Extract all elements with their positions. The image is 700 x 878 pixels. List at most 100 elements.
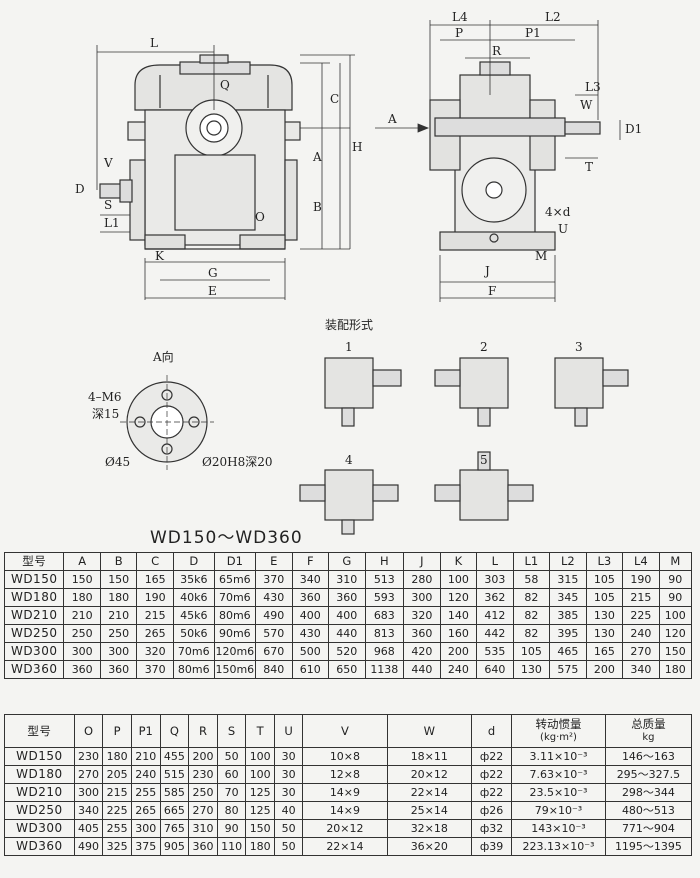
dim-C: C — [330, 92, 340, 106]
table-cell: 58 — [512, 570, 551, 589]
inertia-header: 转动惯量 — [535, 717, 582, 731]
table-cell: 22×14 — [386, 783, 472, 802]
table-cell: 430 — [291, 624, 330, 643]
table1-header-cell: J — [403, 552, 441, 571]
dim-T: T — [585, 160, 594, 174]
table-cell: 35k6 — [172, 570, 215, 589]
view-a-bore: Ø20H8深20 — [202, 455, 273, 469]
dim-Q: Q — [220, 78, 230, 92]
table-cell: 513 — [364, 570, 405, 589]
table-cell: 593 — [364, 588, 405, 607]
table-cell: 362 — [476, 588, 514, 607]
table-cell: 968 — [364, 642, 405, 661]
dim-L4: L4 — [452, 10, 468, 24]
table-cell: 180 — [245, 837, 275, 856]
table-cell: 223.13×10⁻³ — [511, 837, 606, 856]
table-cell: 360 — [291, 588, 330, 607]
table-cell: ф26 — [470, 801, 513, 820]
table-cell: 420 — [403, 642, 441, 661]
table-cell: 440 — [328, 624, 366, 643]
table-cell: 225 — [622, 606, 660, 625]
model-cell: WD360 — [3, 660, 65, 679]
dim-G: G — [208, 266, 218, 280]
table1-header-cell: E — [255, 552, 293, 571]
table-cell: 360 — [328, 588, 366, 607]
table-cell: 110 — [216, 837, 247, 856]
dim-F: F — [488, 284, 497, 298]
table-cell: ф22 — [470, 747, 513, 766]
table-cell: 255 — [102, 819, 132, 838]
table-cell: 250 — [99, 624, 138, 643]
assembly-form-3 — [554, 357, 629, 427]
table-cell: 90 — [658, 570, 693, 589]
table-cell: 255 — [130, 783, 161, 802]
dim-H: H — [352, 140, 363, 154]
assembly-form-4-label: 4 — [345, 453, 353, 467]
table-cell: 120 — [658, 624, 693, 643]
table-cell: 280 — [403, 570, 441, 589]
table-cell: 300 — [403, 588, 441, 607]
dim-D1: D1 — [625, 122, 643, 136]
table-cell: 30 — [273, 765, 304, 784]
table-cell: 570 — [255, 624, 293, 643]
mass-header: 总质量 — [631, 717, 666, 731]
table-cell: 165 — [585, 642, 624, 661]
assembly-form-3-label: 3 — [575, 340, 583, 354]
table-cell: 300 — [63, 642, 101, 661]
front-dimensions — [96, 45, 355, 300]
dim-L2: L2 — [545, 10, 561, 24]
table-cell: 270 — [73, 765, 104, 784]
table2-header-cell: O — [73, 714, 104, 748]
table1-header-cell: A — [63, 552, 101, 571]
dim-K: K — [155, 249, 164, 263]
table-cell: 340 — [73, 801, 104, 820]
table-cell: 200 — [188, 747, 218, 766]
dim-L: L — [150, 36, 158, 50]
view-a-bolt-note-2: 深15 — [92, 407, 120, 421]
table-cell: 215 — [622, 588, 660, 607]
side-dimensions — [375, 20, 621, 302]
model-cell: WD150 — [3, 570, 65, 589]
table-cell: 300 — [73, 783, 104, 802]
dim-V: V — [104, 156, 113, 170]
dim-L1-label: L1 — [104, 216, 120, 230]
table-cell: 82 — [512, 588, 551, 607]
table-cell: 150 — [99, 570, 138, 589]
table-cell: 205 — [102, 765, 132, 784]
table1-header-cell: F — [291, 552, 330, 571]
table-cell: 20×12 — [302, 819, 388, 838]
table-cell: 200 — [439, 642, 478, 661]
table-cell: 210 — [99, 606, 138, 625]
table-cell: 105 — [585, 570, 624, 589]
table-cell: 14×9 — [302, 783, 388, 802]
table-cell: 683 — [364, 606, 405, 625]
dim-S: S — [104, 198, 113, 212]
table-cell: 665 — [159, 801, 190, 820]
table1-header-cell: L2 — [549, 552, 587, 571]
table-cell: 575 — [549, 660, 587, 679]
table2-header-cell: V — [302, 714, 388, 748]
assembly-form-5-label: 5 — [480, 453, 488, 467]
table-cell: 340 — [622, 660, 660, 679]
table-cell: 20×12 — [386, 765, 472, 784]
table-cell: 210 — [63, 606, 101, 625]
assembly-form-1 — [324, 357, 402, 427]
inertia-header-cell: 转动惯量(kg·m²) — [511, 714, 606, 748]
table-cell: 240 — [439, 660, 478, 679]
table-cell: 180 — [102, 747, 132, 766]
table1-header-cell: D1 — [213, 552, 257, 571]
table-cell: 430 — [255, 588, 293, 607]
table-cell: 130 — [512, 660, 551, 679]
dim-O: O — [255, 210, 265, 224]
table2-header-cell: P1 — [130, 714, 161, 748]
